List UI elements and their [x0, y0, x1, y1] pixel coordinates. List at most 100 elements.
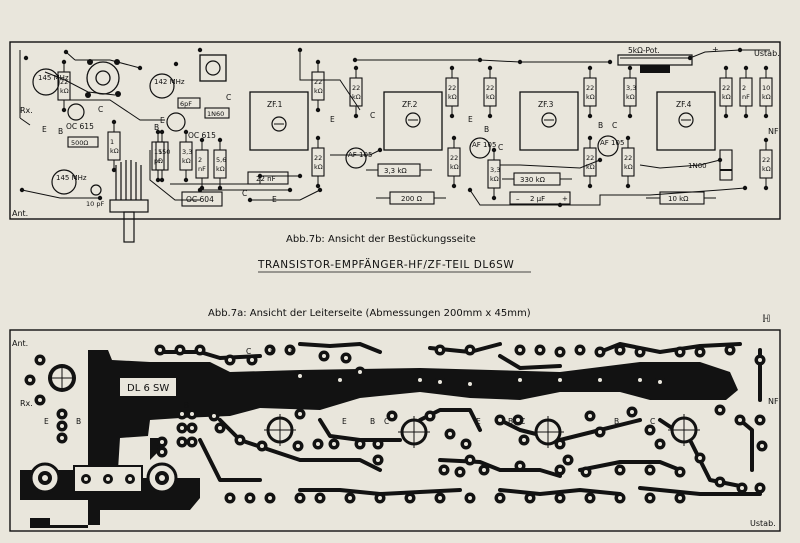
- svg-text:500Ω: 500Ω: [71, 139, 88, 147]
- pin-letter: C: [98, 105, 103, 114]
- if-filter-2: ZF.2: [383, 91, 443, 151]
- pin-letter: C: [226, 93, 231, 102]
- copper-side-panel: DL 6 SW: [9, 329, 781, 532]
- part-unit: kΩ: [314, 163, 323, 171]
- part-unit: kΩ: [352, 93, 361, 101]
- transistor-oc615-1: OC 615: [66, 103, 94, 131]
- pin-letter: B: [598, 121, 603, 130]
- svg-text:1N60: 1N60: [688, 162, 707, 170]
- vertical-part-13: 3,3kΩ: [487, 147, 501, 201]
- variable-coil: [85, 59, 121, 98]
- socket-2: [398, 416, 430, 448]
- transistor-oc615-2: OC 615: [166, 112, 216, 140]
- svg-text:22 nF: 22 nF: [256, 175, 276, 183]
- svg-text:ZF.1: ZF.1: [267, 100, 283, 109]
- part-value: 2: [742, 84, 746, 92]
- part-unit: kΩ: [722, 93, 731, 101]
- svg-text:5kΩ-Pot.: 5kΩ-Pot.: [628, 46, 660, 55]
- pin-letter: C: [612, 121, 617, 130]
- pin-letter: B: [508, 417, 513, 426]
- socket-1: [264, 414, 296, 446]
- svg-text:1N60: 1N60: [207, 110, 224, 118]
- capacitor-2uf: – 2 μF +: [509, 191, 571, 205]
- vertical-part-1: 3,3kΩ: [179, 129, 193, 183]
- part-unit: kΩ: [60, 87, 69, 95]
- corner-mark: ℍ: [762, 314, 771, 325]
- part-unit: kΩ: [110, 147, 119, 155]
- pin-letter: E: [468, 115, 473, 124]
- part-unit: nF: [198, 165, 206, 173]
- part-value: 22: [314, 154, 322, 162]
- tuning-capacitor-pads: [73, 465, 143, 493]
- part-value: 22: [450, 154, 458, 162]
- svg-text:OC 604: OC 604: [186, 195, 214, 204]
- pin-letter: C: [520, 417, 525, 426]
- svg-text:3,3 kΩ: 3,3 kΩ: [384, 167, 407, 175]
- svg-text:AF 105: AF 105: [472, 141, 496, 149]
- potentiometer: 5kΩ-Pot.: [617, 46, 693, 73]
- resistor-10k: 10 kΩ: [646, 191, 716, 205]
- pin-letter: E: [272, 195, 277, 204]
- pin-letter: B: [184, 401, 189, 410]
- part-unit: kΩ: [624, 163, 633, 171]
- copper-nf-label: NF: [768, 397, 779, 406]
- part-value: 22: [448, 84, 456, 92]
- part-unit: kΩ: [762, 165, 771, 173]
- pin-letter: E: [160, 116, 165, 125]
- vertical-part-2: 2nF: [195, 137, 209, 191]
- part-unit: kΩ: [586, 163, 595, 171]
- part-unit: kΩ: [626, 93, 635, 101]
- pin-letter: B: [154, 123, 159, 132]
- mounting-hole-left: [48, 364, 76, 392]
- svg-text:DL 6 SW: DL 6 SW: [127, 383, 169, 394]
- pin-letter: C: [650, 417, 655, 426]
- crystal-145-1: 145 MHz: [32, 68, 69, 96]
- pin-letter: C: [246, 347, 251, 356]
- vertical-part-16: 3,3kΩ: [623, 65, 637, 119]
- part-unit: kΩ: [216, 165, 225, 173]
- if-filter-3: ZF.3: [519, 91, 579, 151]
- vertical-part-19: 2nF: [739, 65, 753, 119]
- rx-label: Rx.: [20, 106, 33, 115]
- svg-text:ZF.4: ZF.4: [676, 100, 692, 109]
- diode-1n60-2: 1N60: [688, 149, 733, 181]
- crystal-142: 142 MHz: [149, 73, 185, 99]
- part-value: 3,3: [490, 166, 500, 174]
- part-value: 2: [198, 156, 202, 164]
- copper-ant-label: Ant.: [12, 339, 28, 348]
- vertical-part-6: 1kΩ: [107, 119, 121, 173]
- pin-letter: E: [342, 417, 347, 426]
- socket-4: [668, 414, 700, 446]
- svg-text:10 pF: 10 pF: [86, 200, 104, 208]
- part-value: 22: [624, 154, 632, 162]
- part-unit: kΩ: [450, 163, 459, 171]
- board-label: DL 6 SW: [120, 378, 176, 396]
- copper-ustab-label: Ustab.: [750, 519, 776, 528]
- trimmer: [199, 54, 227, 82]
- svg-text:2 μF: 2 μF: [530, 195, 545, 203]
- caption-fig7b: Abb.7b: Ansicht der Bestückungsseite: [286, 234, 476, 245]
- tuning-capacitor: [109, 160, 149, 243]
- part-unit: kΩ: [490, 175, 499, 183]
- pin-letter: E: [42, 125, 47, 134]
- svg-text:330 kΩ: 330 kΩ: [520, 176, 546, 184]
- svg-text:OC 615: OC 615: [188, 131, 216, 140]
- svg-text:6pF: 6pF: [180, 100, 192, 108]
- svg-text:OC 615: OC 615: [66, 122, 94, 131]
- part-value: 22: [722, 84, 730, 92]
- copper-rx-label: Rx.: [20, 399, 33, 408]
- socket-3: [532, 416, 564, 448]
- solder-points-top: [19, 47, 748, 208]
- part-unit: kΩ: [182, 157, 191, 165]
- if-filter-1: ZF.1: [249, 91, 309, 151]
